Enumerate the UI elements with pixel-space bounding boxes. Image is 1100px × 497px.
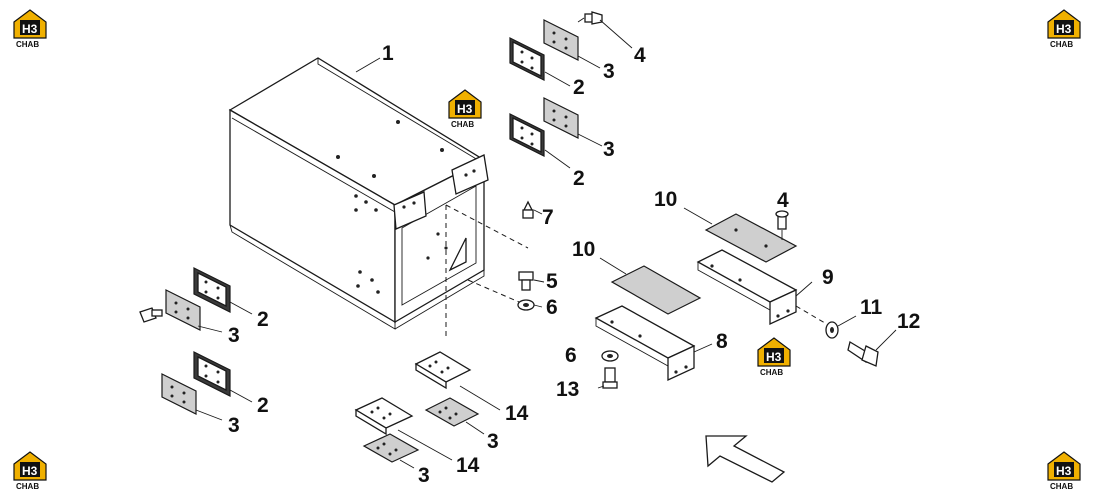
logo-center-right: H3 CHAB: [757, 337, 791, 377]
callout-3: 3: [603, 138, 615, 161]
callout-7: 7: [542, 206, 554, 229]
callout-4: 4: [777, 189, 789, 212]
callout-10: 10: [572, 238, 595, 261]
washer-part-11: [825, 315, 857, 339]
callout-3: 3: [487, 430, 499, 453]
stud-part-7: [522, 200, 543, 219]
logo-sub: CHAB: [1050, 482, 1073, 491]
callout-11: 11: [860, 296, 883, 319]
callout-14: 14: [456, 454, 480, 477]
callout-3: 3: [228, 324, 240, 347]
logo-mark: H3: [457, 102, 473, 116]
callout-4: 4: [634, 44, 646, 67]
callout-3: 3: [228, 414, 240, 437]
washer-part-6: [517, 299, 543, 311]
screw-icon: [577, 11, 603, 25]
pad-set-top-2: [509, 97, 603, 169]
callout-10: 10: [654, 188, 677, 211]
direction-arrow-icon: [705, 435, 786, 483]
callout-2: 2: [573, 76, 585, 99]
logo-mark: H3: [766, 350, 782, 364]
callout-14: 14: [505, 402, 529, 425]
pad-set-left-1: [139, 267, 253, 333]
logo-sub: CHAB: [1050, 40, 1073, 49]
leader-1: [355, 57, 381, 73]
logo-top-right: H3 CHAB: [1047, 9, 1081, 49]
logo-mark: H3: [1056, 22, 1072, 36]
bolt-part-12: [847, 329, 897, 367]
washer-part-6-lower: [601, 350, 619, 362]
callout-13: 13: [556, 378, 579, 401]
logo-mark: H3: [22, 464, 38, 478]
logo-sub: CHAB: [760, 368, 783, 377]
callout-8: 8: [716, 330, 728, 353]
bracket-assembly-upper: [683, 207, 831, 327]
pad-set-left-2: [161, 351, 253, 421]
callout-6: 6: [565, 344, 577, 367]
callout-3: 3: [603, 60, 615, 83]
bolt-part-13: [597, 367, 618, 389]
callout-2: 2: [257, 394, 269, 417]
logo-bottom-left: H3 CHAB: [13, 451, 47, 491]
logo-sub: CHAB: [451, 120, 474, 129]
logo-mark: H3: [22, 22, 38, 36]
box-part-1: [228, 57, 529, 340]
bolt-part-5: [518, 271, 545, 291]
callout-1: 1: [382, 42, 394, 65]
logo-sub: CHAB: [16, 40, 39, 49]
pad-set-bottom: [354, 351, 501, 469]
callout-2: 2: [257, 308, 269, 331]
logo-top-left: H3 CHAB: [13, 9, 47, 49]
logo-center-top: H3 CHAB: [448, 89, 482, 129]
logo-mark: H3: [1056, 464, 1072, 478]
callout-12: 12: [897, 310, 920, 333]
logo-bottom-right: H3 CHAB: [1047, 451, 1081, 491]
bracket-assembly-lower: [594, 257, 713, 382]
callout-2: 2: [573, 167, 585, 190]
pad-set-top-1: [509, 11, 633, 87]
logo-sub: CHAB: [16, 482, 39, 491]
callout-9: 9: [822, 266, 834, 289]
callout-6: 6: [546, 296, 558, 319]
callout-3: 3: [418, 464, 430, 487]
callout-5: 5: [546, 270, 558, 293]
